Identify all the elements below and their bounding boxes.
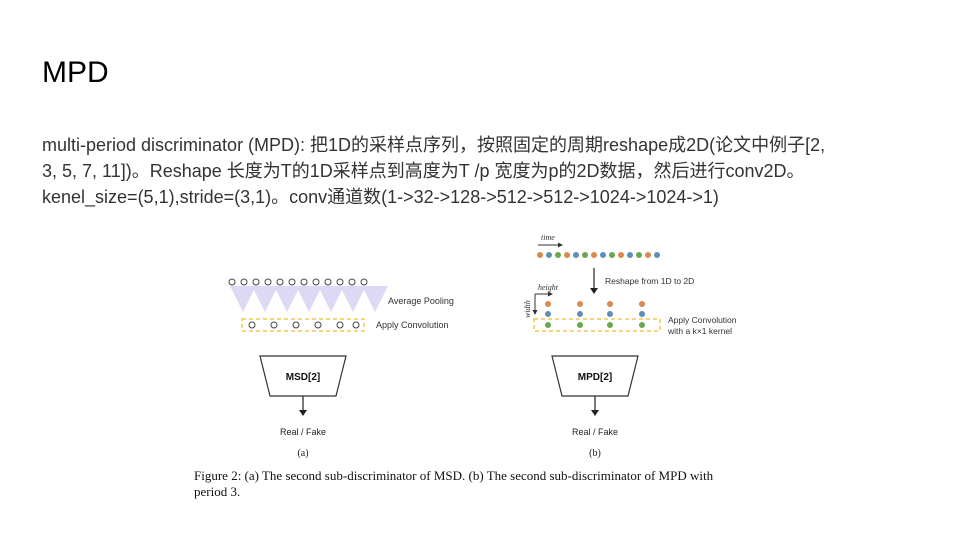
conv-dashed-box [241,318,365,332]
body-line-2: 3, 5, 7, 11])。Reshape 长度为T的1D采样点到高度为T /p… [42,161,805,181]
mpd-panel: time Reshape [523,233,737,459]
panel-b-label: (b) [589,448,601,459]
height-label: height [538,283,559,292]
time-label: time [541,233,555,242]
mpd-block [551,355,639,397]
msd-block [259,355,347,397]
mpd-block-label: MPD[2] [578,372,612,383]
pooled-samples [248,321,360,329]
caption-line-1: Figure 2: (a) The second sub-discriminat… [194,468,714,483]
slide-title: MPD [42,56,109,89]
mpd-conv-label-2: with a k×1 kernel [667,326,732,336]
mpd-arrowhead [591,410,599,416]
msd-block-label: MSD[2] [286,372,320,383]
average-pooling-label: Average Pooling [388,296,454,306]
width-label: width [523,300,532,318]
msd-panel: Average Pooling Apply Convolution MSD[2]… [228,278,454,459]
height-arrowhead [548,291,553,297]
mpd-conv-dashed-box [533,318,661,332]
input-samples [228,278,368,286]
panel-a-label: (a) [297,448,308,459]
time-arrowhead [558,242,563,248]
reshaped-grid [545,301,645,328]
reshape-label: Reshape from 1D to 2D [605,276,694,286]
msd-arrowhead [299,410,307,416]
body-line-1: multi-period discriminator (MPD): 把1D的采样… [42,135,826,155]
average-pooling-triangles [230,286,388,312]
reshape-arrowhead [590,288,598,294]
caption-line-2: period 3. [194,484,241,499]
msd-output-label: Real / Fake [280,427,326,437]
mpd-conv-label-1: Apply Convolution [668,315,737,325]
apply-convolution-label: Apply Convolution [376,320,449,330]
mpd-output-label: Real / Fake [572,427,618,437]
time-samples [537,252,660,258]
figure-caption: Figure 2: (a) The second sub-discriminat… [194,468,794,500]
figure: Average Pooling Apply Convolution MSD[2]… [190,228,790,528]
slide-body: multi-period discriminator (MPD): 把1D的采样… [42,132,932,210]
figure-diagram: Average Pooling Apply Convolution MSD[2]… [228,233,737,459]
width-arrowhead [532,310,538,315]
body-line-3: kenel_size=(5,1),stride=(3,1)。conv通道数(1-… [42,187,719,207]
